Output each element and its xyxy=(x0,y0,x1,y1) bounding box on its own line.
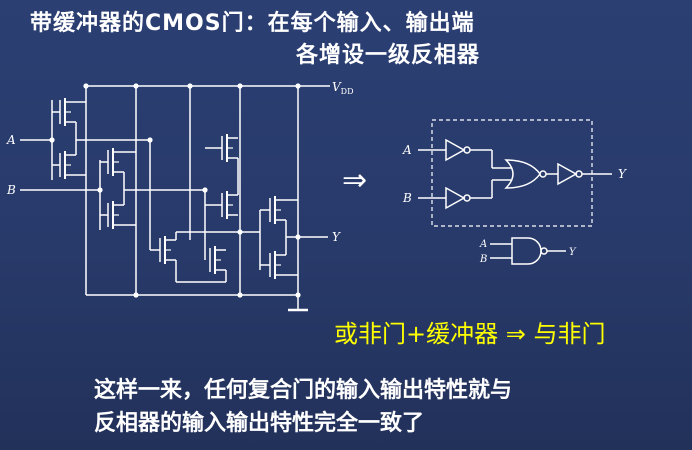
nand-input-a-label: A xyxy=(479,239,487,250)
nand-gate xyxy=(490,237,566,265)
logic-block xyxy=(418,119,612,227)
title-line-1: 带缓冲器的CMOS门：在每个输入、输出端 xyxy=(30,11,475,36)
output-buffer-icon xyxy=(557,162,578,186)
nand-input-b-label: B xyxy=(479,254,487,265)
logic-block-border xyxy=(431,119,593,227)
buffer-a-icon xyxy=(445,138,466,162)
equivalence-arrow-icon: ⇒ xyxy=(342,163,367,198)
equation-text: 或非门+缓冲器 ⇒ 与非门 xyxy=(334,320,606,348)
buffer-b-icon xyxy=(445,186,466,210)
conclusion-line-2: 反相器的输入输出特性完全一致了 xyxy=(94,411,425,436)
logic-input-b-label: B xyxy=(402,191,412,205)
junction-dots xyxy=(49,83,301,298)
circuit-input-a-label: A xyxy=(6,133,16,147)
conclusion-line-1: 这样一来，任何复合门的输入输出特性就与 xyxy=(94,378,513,403)
circuit-output-y-label: Y xyxy=(332,230,341,244)
nand-gate-icon xyxy=(511,237,542,265)
vdd-label: VDD xyxy=(332,80,354,96)
title-line-2: 各增设一级反相器 xyxy=(296,43,481,68)
circuit-input-b-label: B xyxy=(6,183,16,197)
cmos-circuit xyxy=(20,85,330,312)
logic-input-a-label: A xyxy=(402,143,412,157)
logic-output-y-label: Y xyxy=(618,167,627,181)
nor-gate-icon xyxy=(504,159,541,189)
nand-output-y-label: Y xyxy=(569,247,577,258)
